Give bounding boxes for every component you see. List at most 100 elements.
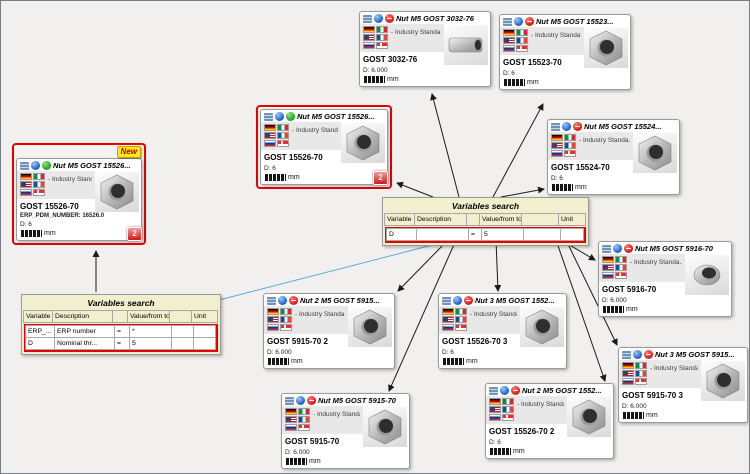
value-cell[interactable]: 5 bbox=[481, 228, 524, 241]
blue-sphere-icon bbox=[500, 386, 509, 395]
flag-us-icon bbox=[264, 132, 276, 139]
unit-label: mm bbox=[513, 448, 525, 455]
part-card[interactable]: Nut 2 M5 GOST 5915... - Industry Standa.… bbox=[263, 293, 395, 369]
diameter-label: D: 6 bbox=[20, 221, 32, 228]
card-title: Nut 3 M5 GOST 5915... bbox=[655, 350, 735, 359]
menu-icon[interactable] bbox=[363, 14, 372, 23]
flag-us-icon bbox=[363, 34, 375, 41]
value-cell[interactable]: 5 bbox=[129, 337, 172, 350]
ruler-mm-icon bbox=[363, 76, 385, 83]
part-card[interactable]: Nut 2 M5 GOST 1552... - Industry Standa.… bbox=[485, 383, 614, 459]
flag-ru-icon bbox=[622, 378, 634, 385]
blue-sphere-icon bbox=[296, 396, 305, 405]
flag-de-icon bbox=[20, 173, 32, 180]
unit-label: mm bbox=[44, 230, 56, 237]
blue-sphere-icon bbox=[562, 122, 571, 131]
part-thumbnail bbox=[685, 255, 729, 295]
status-icon bbox=[42, 161, 51, 170]
menu-icon[interactable] bbox=[267, 296, 276, 305]
country-flags-icon bbox=[363, 26, 388, 49]
part-thumbnail bbox=[95, 172, 139, 212]
value-cell[interactable]: = bbox=[114, 337, 130, 350]
flag-it-icon bbox=[455, 308, 467, 315]
menu-icon[interactable] bbox=[489, 386, 498, 395]
part-card[interactable]: Nut 3 M5 GOST 5915... - Industry Standa.… bbox=[618, 347, 748, 423]
card-title: Nut 3 M5 GOST 1552... bbox=[475, 296, 555, 305]
part-card[interactable]: Nut 3 M5 GOST 1552... - Industry Standa.… bbox=[438, 293, 567, 369]
part-thumbnail bbox=[520, 307, 564, 347]
part-card[interactable]: Nut M5 GOST 15524... - Industry Standa..… bbox=[547, 119, 680, 195]
flag-de-icon bbox=[442, 308, 454, 315]
flag-it-icon bbox=[33, 173, 45, 180]
flag-us-icon bbox=[442, 316, 454, 323]
card-title: Nut M5 GOST 15526... bbox=[297, 112, 375, 121]
flag-fr-icon bbox=[455, 316, 467, 323]
flag-fr-icon bbox=[298, 416, 310, 423]
part-card[interactable]: Nut M5 GOST 15526... - Industry Standa..… bbox=[256, 105, 392, 189]
blue-sphere-icon bbox=[633, 350, 642, 359]
unit-label: mm bbox=[527, 79, 539, 86]
unit-label: mm bbox=[626, 306, 638, 313]
menu-icon[interactable] bbox=[622, 350, 631, 359]
flag-de-icon bbox=[285, 408, 297, 415]
flag-ru-icon bbox=[363, 42, 375, 49]
menu-icon[interactable] bbox=[442, 296, 451, 305]
flag-de-icon bbox=[503, 29, 515, 36]
standard-label: - Industry Standa... bbox=[295, 311, 345, 318]
menu-icon[interactable] bbox=[285, 396, 294, 405]
flag-de-icon bbox=[602, 256, 614, 263]
flag-us-icon bbox=[551, 142, 563, 149]
value-cell[interactable] bbox=[523, 228, 561, 241]
part-card[interactable]: Nut M5 GOST 15523... - Industry Standa..… bbox=[499, 14, 631, 90]
header-cell: Unit bbox=[558, 213, 586, 226]
flag-no-icon bbox=[277, 140, 289, 147]
flag-de-icon bbox=[551, 134, 563, 141]
part-card[interactable]: Nut M5 GOST 3032-76 - Industry Standa...… bbox=[359, 11, 491, 87]
value-cell[interactable] bbox=[193, 337, 216, 350]
part-card[interactable]: Nut M5 GOST 5915-70 - Industry Standa... bbox=[281, 393, 410, 469]
ruler-mm-icon bbox=[602, 306, 624, 313]
status-icon bbox=[644, 350, 653, 359]
standard-label: - Industry Standa... bbox=[531, 32, 581, 39]
header-cell bbox=[112, 310, 128, 323]
card-title: Nut M5 GOST 5916-70 bbox=[635, 244, 713, 253]
menu-icon[interactable] bbox=[551, 122, 560, 131]
value-cell[interactable]: Nominal thr... bbox=[54, 337, 115, 350]
status-icon bbox=[286, 112, 295, 121]
menu-icon[interactable] bbox=[264, 112, 273, 121]
flag-ru-icon bbox=[264, 140, 276, 147]
part-thumbnail bbox=[363, 407, 407, 447]
diameter-label: D: 6.000 bbox=[622, 403, 647, 410]
value-cell[interactable] bbox=[171, 337, 194, 350]
table-rows: D =5 bbox=[385, 227, 586, 243]
card-title: Nut 2 M5 GOST 1552... bbox=[522, 386, 602, 395]
menu-icon[interactable] bbox=[503, 17, 512, 26]
flag-it-icon bbox=[615, 256, 627, 263]
flag-ru-icon bbox=[267, 324, 279, 331]
flag-fr-icon bbox=[516, 37, 528, 44]
country-flags-icon bbox=[20, 173, 45, 196]
flag-us-icon bbox=[20, 181, 32, 188]
menu-icon[interactable] bbox=[20, 161, 29, 170]
value-cell[interactable]: = bbox=[468, 228, 482, 241]
value-cell[interactable] bbox=[560, 228, 584, 241]
value-cell[interactable]: D bbox=[386, 228, 417, 241]
menu-icon[interactable] bbox=[602, 244, 611, 253]
diameter-label: D: 6 bbox=[442, 349, 454, 356]
part-card[interactable]: New Nut M5 GOST 15526... - Industry Stan… bbox=[12, 143, 146, 245]
flag-no-icon bbox=[516, 45, 528, 52]
code-label: GOST 15526-70 3 bbox=[442, 337, 508, 346]
country-flags-icon bbox=[489, 398, 514, 421]
standard-label: - Industry Standa... bbox=[517, 401, 564, 408]
country-flags-icon bbox=[551, 134, 576, 157]
value-cell[interactable] bbox=[416, 228, 469, 241]
blue-sphere-icon bbox=[374, 14, 383, 23]
flag-fr-icon bbox=[564, 142, 576, 149]
header-cell: Variable bbox=[23, 310, 53, 323]
part-card[interactable]: Nut M5 GOST 5916-70 - Industry Standa...… bbox=[598, 241, 732, 317]
country-flags-icon bbox=[503, 29, 528, 52]
value-cell[interactable]: D bbox=[25, 337, 55, 350]
